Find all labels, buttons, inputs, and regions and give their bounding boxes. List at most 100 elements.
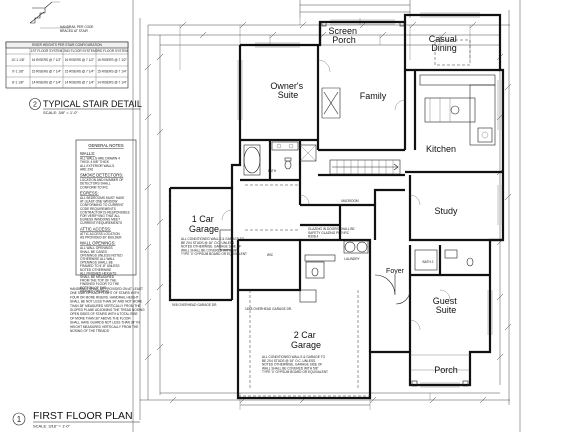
note-line: BE 2X4 STUDS @ 16" O.C. UNLESS	[181, 241, 234, 245]
note-line: DETECTORS SHALL	[80, 182, 111, 186]
note-line: FRAMED TO 6'-8" UNLESS	[80, 264, 120, 268]
note-line: CONFORMING TO CURRENT	[80, 203, 124, 207]
room-label-study: Study	[434, 206, 458, 216]
note-line: SAFETY GLAZING PER IRC	[308, 231, 350, 235]
note-line: GLAZING IN DOORS SHALL BE	[308, 227, 355, 231]
riser-cell: 15 RISERS @ 7 1/4"	[32, 70, 62, 74]
note-line: THAN 38" MEASURED VERTICALLY FROM THE	[70, 304, 141, 308]
note-line: SLOPED PLANE ADJOINING THE TREAD NOSING	[70, 308, 145, 312]
note-line: FRAMED OPENING	[80, 289, 110, 293]
riser-cell: 16 RISERS @ 7 1/2"	[97, 58, 127, 62]
note-line: BOTTOM OF THE	[80, 286, 106, 290]
note-line: BE 2X4 STUDS @ 16" O.C. UNLESS	[262, 359, 315, 363]
room-label-porch: Porch	[434, 365, 458, 375]
room-label-casual-dining: Casual Dining	[429, 34, 460, 53]
handrail-note: HANDRAILS SHALL BE PROVIDED ON AT LEASTO…	[70, 287, 145, 333]
detail-number-bubble	[29, 98, 41, 110]
note-line: ARE 2X6	[80, 167, 93, 171]
note-line: ALL WALL OPENINGS	[80, 246, 113, 250]
riser-cell: 3RD FLOOR SYSTEM	[96, 49, 129, 53]
note-line: ALL CONDITIONED WALLS & GARAGE TO	[181, 237, 245, 241]
riser-cell: 14 RISERS @ 7 1/4"	[32, 81, 62, 85]
svg-text:BRACED AT STAIR: BRACED AT STAIR	[60, 29, 89, 33]
note-line: NOSING OF THE TREADS	[70, 329, 109, 333]
note-line: OF MORE THAN 30" ABOVE THE FLOOR	[70, 316, 131, 320]
general-notes: GENERAL NOTES WALLS:ALL WALLS ARE DRAWN …	[75, 139, 137, 293]
note-line: LOCATION AND NUMBER OF	[80, 178, 124, 182]
note-line: ALL CONDITIONED WALLS & GARAGE TO	[262, 355, 326, 359]
room-label-kitchen: Kitchen	[426, 144, 456, 154]
riser-cell: 2ND FLOOR SYSTEM	[63, 49, 96, 53]
note-line: SHALL BE MEASURED	[80, 275, 115, 279]
note-line: OPENINGS UNLESS NOTED	[80, 253, 123, 257]
riser-cell: 1ST FLOOR SYSTEM	[31, 49, 63, 53]
note-line: ALL FINISHED HEIGHTS	[80, 271, 116, 275]
riser-cell: 16 RISERS @ 7 1/2"	[32, 58, 62, 62]
garage-door-1-label: 9X8 OVERHEAD GARAGE DR.	[172, 303, 217, 307]
note-line: TYPE 'X' GYPSUM BOARD OR EQUIVALENT	[262, 370, 328, 374]
stairs	[329, 159, 401, 175]
room-label-2-car-garage: 2 Car Garage	[291, 330, 321, 350]
note-line: WALL SHALL BE COVERED WITH 5/8"	[262, 366, 319, 370]
note-line: SHALL BE CASED	[80, 250, 108, 254]
garage-door-2-label: 16X8 OVERHEAD GARAGE DR.	[245, 307, 292, 311]
detail-title: TYPICAL STAIR DETAIL	[43, 99, 142, 109]
general-notes-title: GENERAL NOTES	[88, 143, 124, 148]
note-line: CONFORM TO IRC	[80, 185, 109, 189]
note-line: ALL WALLS ARE DRAWN 4	[80, 157, 120, 161]
riser-cell: 15 RISERS @ 7 1/4"	[65, 70, 95, 74]
room-label-mudroom: MUDROOM	[341, 199, 359, 203]
room-label-family: Family	[360, 91, 387, 101]
riser-table-title: RISER HEIGHTS PER STAIR CONFIGURATION	[32, 43, 102, 47]
riser-cell: 16 RISERS @ 7 1/2"	[65, 58, 95, 62]
note-line: OPEN SIDES OF STAIRS WITH A TOTAL RISE	[70, 312, 138, 316]
interior-fixtures	[169, 12, 503, 397]
note-line: FROM THE TOP OF THE	[80, 279, 116, 283]
plan-title-text: FIRST FLOOR PLAN	[33, 410, 133, 422]
room-label-bath: BATH	[268, 169, 277, 173]
note-heading: WALLS:	[80, 151, 95, 156]
note-line: FOUR OR MORE RISERS. HANDRAIL HEIGHT	[70, 295, 139, 299]
note-line: TYPE 'X' GYPSUM BOARD OR EQUIVALENT	[181, 252, 247, 256]
room-label-owners-suite: Owner's Suite	[270, 81, 305, 100]
plan-title: 1 FIRST FLOOR PLAN SCALE: 3/16" = 1'-0"	[12, 410, 140, 429]
riser-cell: 10'-1 1/8"	[11, 58, 24, 62]
note-heading: WALL OPENINGS:	[80, 241, 116, 246]
room-label-screen-porch: Screen Porch	[328, 26, 359, 45]
stair-detail: HANDRAIL PER CODE BRACED AT STAIR RISER …	[5, 1, 142, 115]
note-line: HEIGHT MEASURED VERTICALLY FROM THE	[70, 325, 138, 329]
note-line: OTHERWISE ALL WALL	[80, 257, 115, 261]
room-label-foyer: Foyer	[386, 268, 405, 275]
note-line: ONE SIDE OF EACH FLIGHT OF STAIRS WITH	[70, 291, 140, 295]
note-line: AS PROVIDED BY BUILDER	[80, 236, 122, 240]
note-line: NOTED OTHERWISE. GARAGE SIDE OF	[181, 245, 241, 249]
riser-cell: 14 RISERS @ 7 1/4"	[65, 81, 95, 85]
room-labels: Screen Porch Casual Dining Owner's Suite…	[189, 26, 460, 375]
note-line: CODE REQUIREMENTS	[80, 207, 116, 211]
riser-cell: 9'-1 1/8"	[12, 70, 24, 74]
note-line: OPENINGS SHALL BE	[80, 261, 113, 265]
room-label-1-car-garage: 1 Car Garage	[189, 214, 219, 234]
walls	[168, 13, 505, 400]
riser-table: RISER HEIGHTS PER STAIR CONFIGURATION 1S…	[5, 41, 129, 89]
riser-cell: 15 RISERS @ 7 1/4"	[97, 70, 127, 74]
detail-number: 2	[33, 102, 37, 109]
room-label-laundry: LAUNDRY	[344, 257, 360, 261]
note-line: CONTRACTOR IS RESPONSIBLE	[80, 210, 130, 214]
note-heading: ATTIC ACCESS:	[80, 226, 111, 231]
note-line: SHALL BE NOT LESS THAN 34" AND NOT MORE	[70, 300, 142, 304]
note-line: ALL BEDROOMS MUST HAVE	[80, 196, 124, 200]
note-line: CURRENT REQUIREMENTS	[80, 221, 122, 225]
note-heading: EGRESS:	[80, 190, 99, 195]
note-line: FOR VERIFYING THAT ALL	[80, 214, 120, 218]
note-line: ALL EXTERIOR WALLS	[80, 164, 114, 168]
note-line: HANDRAILS SHALL BE PROVIDED ON AT LEAST	[70, 287, 143, 291]
plan-number: 1	[17, 415, 22, 424]
note-line: AT LEAST ONE WINDOW	[80, 200, 117, 204]
note-line: NOTED OTHERWISE. GARAGE SIDE OF	[262, 363, 322, 367]
plan-number-bubble	[12, 412, 26, 426]
